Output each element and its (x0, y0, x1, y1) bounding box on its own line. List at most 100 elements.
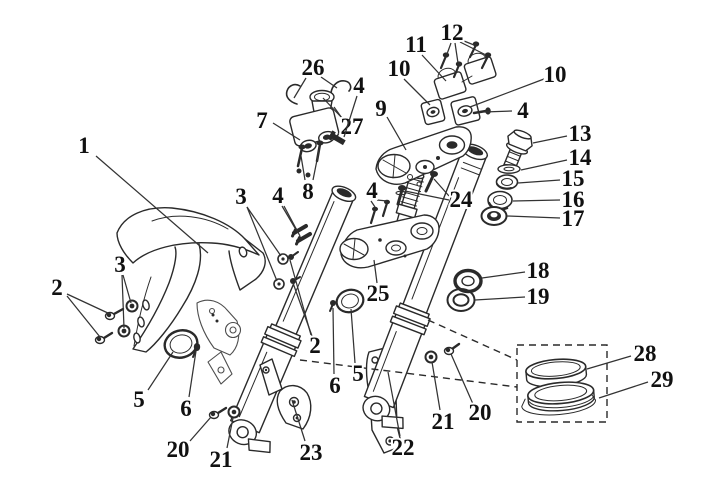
bolt-4-top (327, 130, 346, 146)
part-label-7-16: 7 (256, 108, 268, 133)
bearing-17 (480, 206, 508, 226)
leader-line-18 (481, 271, 526, 279)
upper-triple-clamp-9 (375, 126, 472, 187)
part-label-4-26: 4 (517, 98, 529, 123)
part-label-14-28: 14 (569, 145, 593, 170)
part-label-6-6: 6 (180, 396, 192, 421)
leader-line-5 (350, 308, 356, 364)
leader-line-8 (312, 149, 320, 181)
part-label-24-34: 24 (450, 187, 474, 212)
fender-bracket (196, 299, 242, 385)
cover-5-left (163, 329, 199, 359)
part-label-5-5: 5 (133, 387, 145, 412)
leader-line-24 (433, 178, 450, 197)
leader-line-4 (370, 200, 376, 208)
part-label-10-22: 10 (388, 56, 411, 81)
leader-line-13 (532, 135, 568, 144)
part-label-2-1: 2 (51, 275, 63, 300)
part-label-12-24: 12 (441, 20, 464, 45)
leader-line-20 (189, 416, 212, 442)
leader-line-26 (293, 77, 307, 99)
part-label-4-35: 4 (366, 178, 378, 203)
part-label-27-18: 27 (341, 114, 364, 139)
part-label-3-3: 3 (235, 184, 247, 209)
dust-seal-28 (525, 358, 588, 388)
leader-line-3 (246, 206, 278, 282)
part-label-1-0: 1 (78, 133, 90, 158)
leader-line-14 (520, 159, 568, 171)
cover-5-right (335, 288, 365, 314)
part-label-6-11: 6 (329, 373, 341, 398)
fender-screws-2 (94, 307, 125, 345)
lower-triple-clamp-25 (339, 214, 440, 269)
part-label-21-8: 21 (210, 447, 233, 472)
bolt-4-right (472, 107, 491, 115)
handlebar-holders-10 (420, 96, 481, 126)
part-label-17-31: 17 (562, 206, 585, 231)
nut-21-right (424, 350, 438, 364)
seal-inset-box (299, 319, 608, 423)
leader-line-12 (446, 42, 452, 55)
leader-line-20 (450, 353, 474, 405)
leader-line-3 (246, 206, 282, 257)
leader-line-4 (376, 199, 388, 202)
nut-21-left (227, 405, 241, 419)
leader-line-10 (403, 78, 431, 106)
leader-line-19 (474, 296, 526, 301)
leader-line-7 (272, 122, 301, 141)
leader-line-28 (586, 355, 632, 370)
part-label-11-23: 11 (405, 32, 427, 57)
part-label-20-7: 20 (167, 437, 190, 462)
riser-bolts-12 (439, 41, 492, 79)
part-label-3-2: 3 (114, 252, 126, 277)
bearing-16 (487, 190, 513, 211)
leader-line-8 (300, 155, 306, 181)
leader-line-29 (598, 381, 649, 399)
leader-line-4 (283, 205, 301, 237)
leader-line-2 (292, 282, 313, 337)
leader-line-11 (421, 54, 447, 82)
pinch-bolts-24 (395, 171, 438, 206)
part-label-28-37: 28 (634, 341, 657, 366)
bolts-4-mid (369, 199, 390, 225)
leader-line-10 (469, 78, 545, 108)
leader-line-3 (122, 274, 132, 304)
leader-line-3 (121, 274, 125, 329)
part-label-20-15: 20 (469, 400, 492, 425)
part-label-5-12: 5 (352, 361, 364, 386)
part-label-4-19: 4 (353, 73, 365, 98)
part-label-13-27: 13 (569, 121, 592, 146)
part-label-18-32: 18 (527, 258, 550, 283)
leader-line-16 (512, 199, 561, 202)
cable-guide-26-right (330, 80, 352, 94)
cable-guide-26-left (285, 83, 301, 105)
part-label-23-9: 23 (300, 440, 323, 465)
leader-line-9 (386, 116, 407, 151)
part-label-8-20: 8 (302, 179, 314, 204)
bearing-race-19 (446, 288, 476, 312)
leader-line-6 (332, 307, 335, 375)
leader-line-4 (343, 95, 358, 138)
leader-line-22 (387, 371, 401, 437)
leader-line-21 (226, 417, 234, 449)
part-label-9-21: 9 (375, 96, 387, 121)
leader-line-17 (506, 215, 561, 219)
grommets-3 (273, 253, 289, 290)
bolt-6-right (329, 300, 336, 312)
leader-line-25 (373, 259, 378, 284)
part-label-2-10: 2 (309, 333, 321, 358)
leader-line-6 (188, 350, 197, 398)
leader-line-2 (66, 293, 111, 315)
leader-line-4 (281, 205, 296, 229)
bolts-4-dark (291, 224, 312, 246)
part-label-21-14: 21 (432, 409, 455, 434)
oil-seal-29 (521, 381, 596, 416)
part-label-15-29: 15 (562, 166, 585, 191)
front-fender (116, 207, 266, 353)
leader-line-12 (459, 41, 487, 56)
leader-line-26 (320, 76, 338, 89)
cone-nut-15 (495, 174, 519, 190)
